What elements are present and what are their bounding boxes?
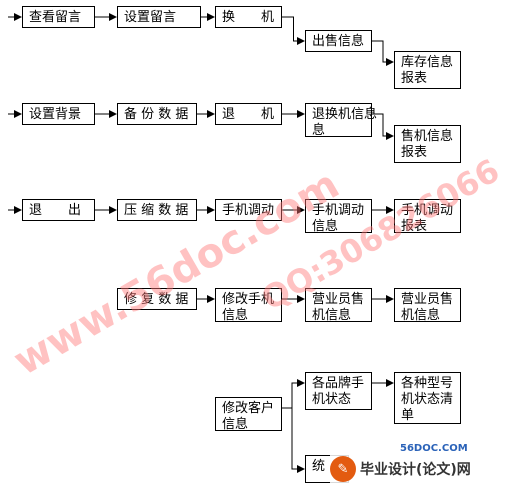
node-n16: 修 复 数 据	[117, 288, 197, 310]
node-n9: 退换机信息 息	[305, 103, 377, 138]
node-n14: 手机调动 信息	[305, 199, 372, 234]
node-n2: 设置留言	[117, 6, 201, 28]
edge-n22-n23	[291, 408, 305, 473]
node-n13: 手机调动	[215, 199, 282, 221]
edge-n3-n4	[282, 16, 305, 45]
node-n1: 查看留言	[22, 6, 95, 28]
node-n11: 退 出	[22, 199, 95, 221]
logo-site-text: 56DOC.COM	[400, 443, 468, 454]
node-n4: 出售信息	[305, 30, 372, 52]
node-n20: 各品牌手 机状态	[305, 372, 372, 410]
edges	[8, 13, 394, 473]
edge-n22-n20	[282, 379, 305, 409]
node-n7: 备 份 数 据	[117, 103, 197, 125]
logo-mark-icon: ✎	[330, 456, 356, 482]
node-n3: 换 机	[215, 6, 282, 28]
edge-n9-n10	[372, 113, 394, 140]
node-n12: 压 缩 数 据	[117, 199, 197, 221]
node-n18: 营业员售 机信息	[305, 288, 372, 323]
node-n21: 各种型号 机状态清 单	[394, 372, 461, 424]
node-n8: 退 机	[215, 103, 282, 125]
node-n5: 库存信息 报表	[394, 51, 461, 89]
edge-n4-n5	[372, 40, 394, 66]
node-n10: 售机信息 报表	[394, 125, 461, 163]
node-n22: 修改客户 信息	[215, 397, 282, 432]
logo-text: 毕业设计(论文)网	[360, 462, 471, 478]
node-n6: 设置背景	[22, 103, 95, 125]
node-n15: 手机调动 报表	[394, 199, 461, 234]
flow-diagram	[8, 13, 394, 473]
site-logo: ✎ 毕业设计(论文)网	[330, 455, 480, 483]
node-n17: 修改手机 信息	[215, 288, 282, 323]
node-n19: 营业员售 机信息	[394, 288, 461, 323]
